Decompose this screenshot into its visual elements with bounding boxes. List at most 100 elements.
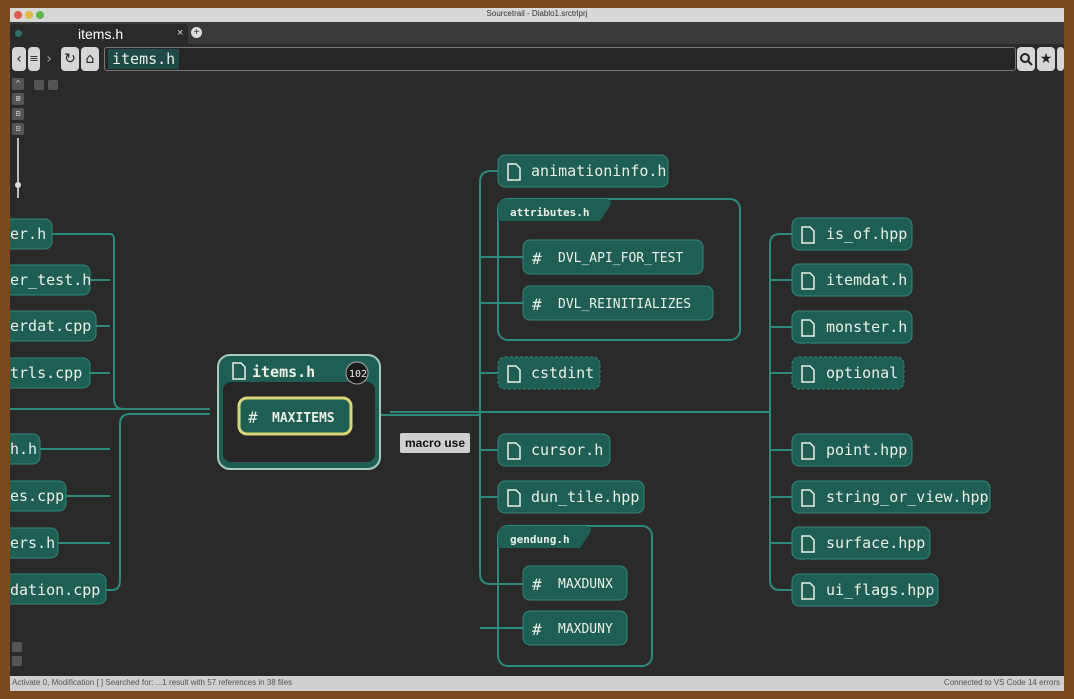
file-node[interactable] <box>10 218 53 250</box>
close-window-button[interactable] <box>14 11 22 19</box>
file-node-dun-tile[interactable] <box>497 480 645 514</box>
layout-icon[interactable]: ⊡ <box>12 123 24 135</box>
refresh-button[interactable]: ↻ <box>61 47 79 71</box>
macro-node-maxdunx[interactable] <box>522 565 628 601</box>
macro-label: MAXDUNX <box>558 577 613 592</box>
file-node[interactable] <box>10 480 67 512</box>
file-node[interactable] <box>791 263 913 297</box>
group-title: attributes.h <box>510 206 589 219</box>
file-node[interactable] <box>791 310 913 344</box>
edge-tooltip: macro use <box>400 433 471 453</box>
group-by-file-icon[interactable]: ⊞ <box>12 93 24 105</box>
file-label: animationinfo.h <box>531 162 666 180</box>
file-label: surface.hpp <box>826 534 925 552</box>
file-node[interactable] <box>791 433 913 467</box>
file-icon <box>507 489 521 507</box>
group-header <box>498 199 611 221</box>
file-label: itemdat.h <box>826 271 907 289</box>
hash-icon: # <box>532 575 542 594</box>
macro-node-dvl-api[interactable] <box>522 239 704 275</box>
file-node-cstdint[interactable] <box>497 356 601 390</box>
hash-icon: # <box>532 620 542 639</box>
file-label: string_or_view.hpp <box>826 488 989 506</box>
file-node[interactable] <box>10 310 97 342</box>
left-file-nodes: er.h er_test.h erdat.cpp trls.cpp h.h es… <box>10 218 107 605</box>
file-node[interactable] <box>791 480 991 514</box>
file-icon <box>801 272 815 290</box>
zoom-in-icon[interactable] <box>12 642 22 652</box>
new-tab-button[interactable]: + <box>191 27 202 38</box>
tab-items-h[interactable]: items.h × <box>10 24 188 44</box>
edge-far-right-bottom <box>769 412 792 591</box>
file-label: h.h <box>10 440 37 458</box>
file-icon <box>507 365 521 383</box>
file-node-cursor[interactable] <box>497 433 611 467</box>
title-bar: Sourcetrail - Diablo1.srctrlprj <box>10 8 1064 22</box>
file-view-icon[interactable] <box>48 80 58 90</box>
file-node[interactable] <box>791 526 931 560</box>
status-right[interactable]: Connected to VS Code 14 errors <box>943 678 1060 687</box>
back-button[interactable]: ‹ <box>12 47 26 71</box>
graph-canvas[interactable]: er.h er_test.h erdat.cpp trls.cpp h.h es… <box>10 74 1064 674</box>
forward-button[interactable]: › <box>42 47 56 71</box>
file-node[interactable] <box>791 217 913 251</box>
search-field[interactable]: items.h <box>104 47 1016 71</box>
zoom-slider[interactable] <box>15 138 21 198</box>
group-by-namespace-icon[interactable]: ⊟ <box>12 108 24 120</box>
macro-node-dvl-reinit[interactable] <box>522 285 714 321</box>
file-node-animationinfo[interactable] <box>497 154 669 188</box>
macro-node-maxduny[interactable] <box>522 610 628 646</box>
tab-close-icon[interactable]: × <box>177 27 184 39</box>
file-label: cursor.h <box>531 441 603 459</box>
star-icon[interactable]: ★ <box>1037 47 1055 71</box>
edge-animationinfo <box>355 170 498 416</box>
macro-label: DVL_REINITIALIZES <box>558 297 691 312</box>
status-left: Activate 0, Modification [ ] Searched fo… <box>12 678 293 687</box>
view-toggle-icon[interactable] <box>34 80 44 90</box>
group-header <box>498 526 591 548</box>
hash-icon: # <box>248 408 258 427</box>
center-file-label: items.h <box>252 363 315 381</box>
file-label: monster.h <box>826 318 907 336</box>
file-label: ers.h <box>10 534 55 552</box>
file-node[interactable] <box>791 356 905 390</box>
macro-label: MAXITEMS <box>272 411 335 426</box>
app-window: Sourcetrail - Diablo1.srctrlprj items.h … <box>10 8 1064 691</box>
file-node[interactable] <box>10 357 91 389</box>
search-query[interactable]: items.h <box>108 49 180 69</box>
edge-far-right-top <box>390 233 792 413</box>
file-icon <box>801 535 815 553</box>
collapse-icon[interactable]: ^ <box>12 78 24 90</box>
file-node[interactable] <box>10 433 41 465</box>
graph-controls: ^ ⊞ ⊟ ⊡ <box>12 78 26 198</box>
status-bar: Activate 0, Modification [ ] Searched fo… <box>10 676 1064 691</box>
hash-icon: # <box>532 295 542 314</box>
file-label: erdat.cpp <box>10 317 91 335</box>
window-title: Sourcetrail - Diablo1.srctrlprj <box>486 9 588 18</box>
file-icon <box>801 582 815 600</box>
file-label: er.h <box>10 225 46 243</box>
edge-left-7 <box>105 413 210 591</box>
history-button[interactable]: ≡ <box>28 47 40 71</box>
file-icon <box>801 319 815 337</box>
menu-icon[interactable] <box>1057 47 1064 71</box>
file-node[interactable] <box>791 573 939 607</box>
file-icon <box>801 226 815 244</box>
hash-icon: # <box>532 249 542 268</box>
file-icon <box>507 442 521 460</box>
file-node[interactable] <box>10 527 59 559</box>
file-node[interactable] <box>10 573 107 605</box>
zoom-window-button[interactable] <box>36 11 44 19</box>
center-node[interactable]: items.h 102 # MAXITEMS <box>217 354 381 470</box>
search-icon[interactable] <box>1017 47 1035 71</box>
home-button[interactable]: ⌂ <box>81 47 99 71</box>
zoom-out-icon[interactable] <box>12 656 22 666</box>
minimize-window-button[interactable] <box>25 11 33 19</box>
group-attributes-h[interactable] <box>497 198 741 341</box>
file-icon <box>507 163 521 181</box>
graph-svg: er.h er_test.h erdat.cpp trls.cpp h.h es… <box>10 154 991 667</box>
file-label: er_test.h <box>10 271 91 289</box>
macro-node-maxitems[interactable] <box>237 396 353 436</box>
file-node[interactable] <box>10 264 91 296</box>
macro-label: MAXDUNY <box>558 622 613 637</box>
